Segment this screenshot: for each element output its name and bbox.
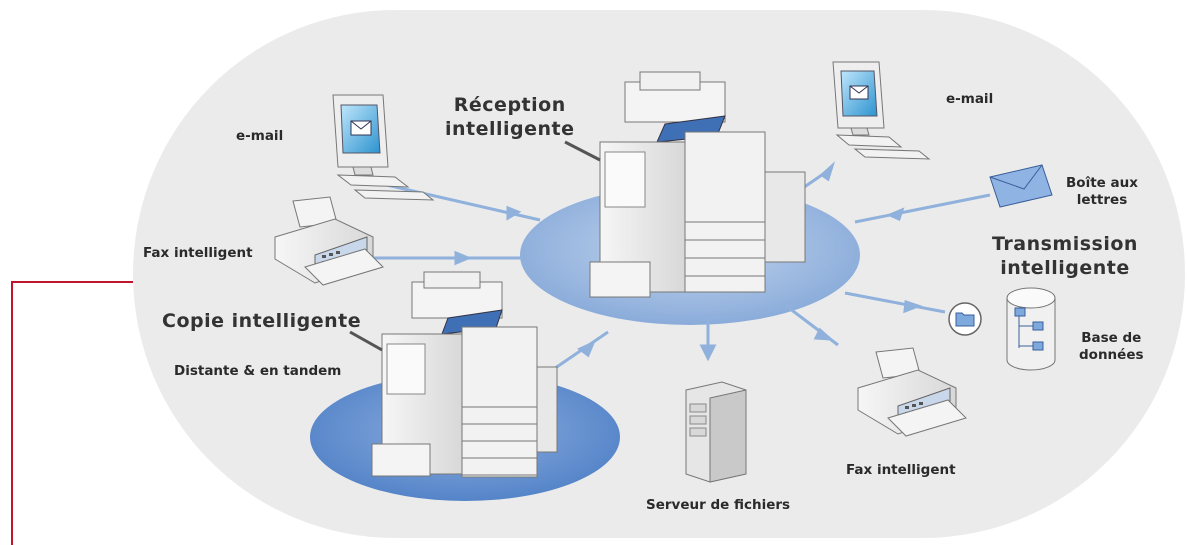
label-mailbox: Boîte aux lettres bbox=[1066, 175, 1138, 208]
label-reception: Réception intelligente bbox=[445, 94, 575, 140]
file-server-icon bbox=[685, 381, 747, 483]
computer-right-icon bbox=[832, 61, 931, 160]
fax-left-icon bbox=[274, 196, 384, 286]
label-fax-right: Fax intelligent bbox=[846, 462, 956, 478]
copier-secondary-icon bbox=[349, 271, 558, 478]
connection-arrows bbox=[364, 161, 991, 377]
fax-right-icon bbox=[857, 347, 967, 437]
label-file-server: Serveur de fichiers bbox=[646, 497, 791, 513]
label-transmission: Transmission intelligente bbox=[992, 233, 1138, 279]
folder-icon bbox=[948, 302, 982, 336]
computer-left-icon bbox=[332, 94, 435, 201]
label-copie: Copie intelligente bbox=[162, 310, 362, 332]
label-fax-left: Fax intelligent bbox=[143, 245, 253, 261]
envelope-icon bbox=[989, 164, 1053, 208]
copier-main-icon bbox=[564, 71, 806, 298]
database-icon bbox=[1006, 287, 1056, 371]
label-database: Base de données bbox=[1079, 330, 1144, 363]
label-distante: Distante & en tandem bbox=[174, 363, 342, 379]
frame-line bbox=[11, 281, 133, 545]
label-email-left: e-mail bbox=[236, 128, 284, 144]
label-email-right: e-mail bbox=[946, 91, 994, 107]
